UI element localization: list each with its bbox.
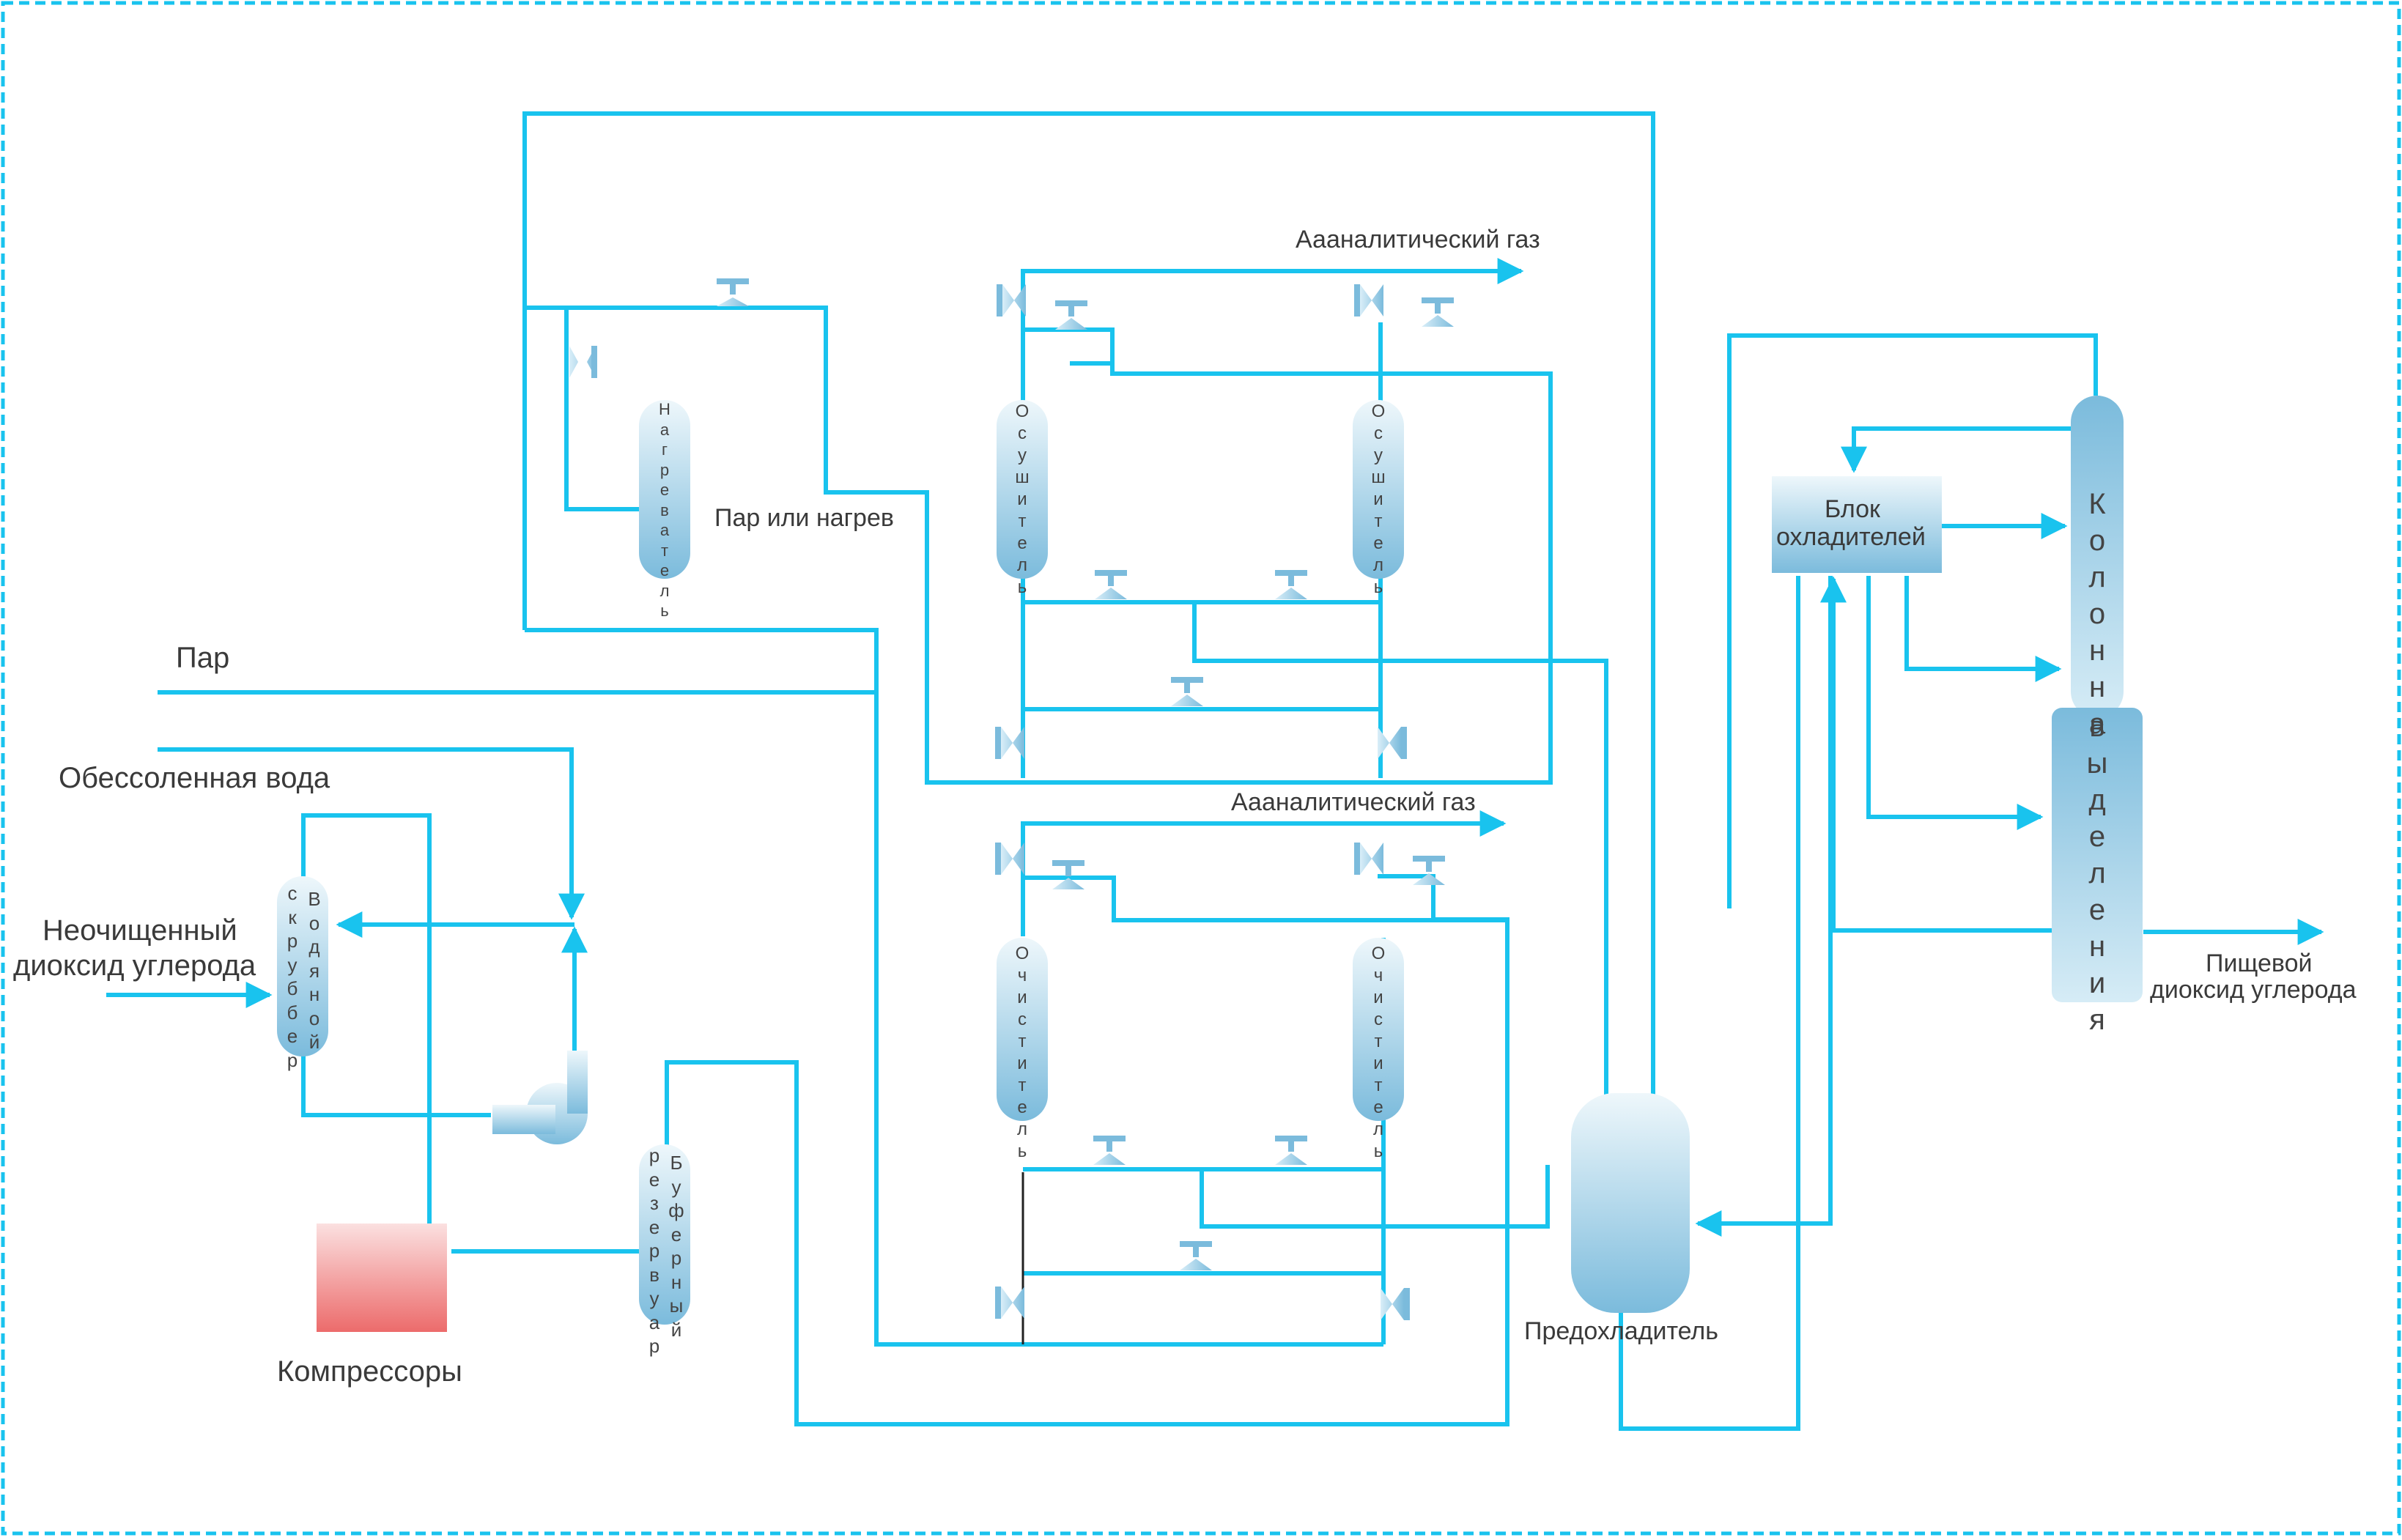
valve-icon [1052,860,1084,889]
valve-icon [1413,856,1445,885]
dryer-right-vessel [1353,400,1404,579]
cooler-block [1772,476,1942,573]
valve-icon [1354,843,1383,875]
label-steam-or-heat: Пар или нагрев [714,504,894,532]
label-steam: Пар [176,642,230,674]
valve-icon [995,843,1024,875]
valve-icon [1378,727,1407,759]
scrubber-vessel [277,876,328,1056]
label-analytic-gas-top: Аааналитический газ [1296,226,1540,253]
valve-icon [1180,1241,1212,1270]
valve-icon [1354,284,1383,316]
buffer-vessel [639,1144,690,1325]
valve-icon [1422,297,1454,327]
dryer-left-vessel [997,400,1048,579]
precooler-vessel [1571,1093,1690,1313]
valve-icon [1095,570,1127,599]
label-compressors: Компрессоры [277,1355,462,1388]
label-cooler-block-1: Блок [1825,495,1880,523]
pump-icon [492,1051,588,1144]
valve-icon [1055,300,1087,330]
heater-vessel [639,400,690,579]
label-raw-co2-1: Неочищенный [43,914,237,947]
label-food-co2-1: Пищевой [2206,949,2313,977]
label-cooler-block-2: охладителей [1776,523,1926,551]
label-analytic-gas-bottom: Аааналитический газ [1231,788,1476,816]
separation-column [2052,396,2143,1002]
compressor [317,1224,447,1332]
valve-icon [1381,1288,1410,1320]
valve-icon [995,727,1024,759]
purifier-right-vessel [1353,938,1404,1121]
valve-icon [717,278,749,306]
valve-icon [1275,1136,1307,1165]
valve-icon [1171,677,1203,706]
valve-icon [995,1287,1024,1319]
label-raw-co2-2: диоксид углерода [13,949,256,982]
valve-icon [1275,570,1307,599]
label-precooler: Предохладитель [1524,1317,1718,1345]
label-food-co2-2: диоксид углерода [2150,976,2357,1004]
label-demin-water: Обессоленная вода [59,762,330,794]
valve-icon [997,284,1026,316]
valve-icon [1093,1136,1126,1165]
purifier-left-vessel [997,938,1048,1121]
valve-icon [569,346,597,378]
